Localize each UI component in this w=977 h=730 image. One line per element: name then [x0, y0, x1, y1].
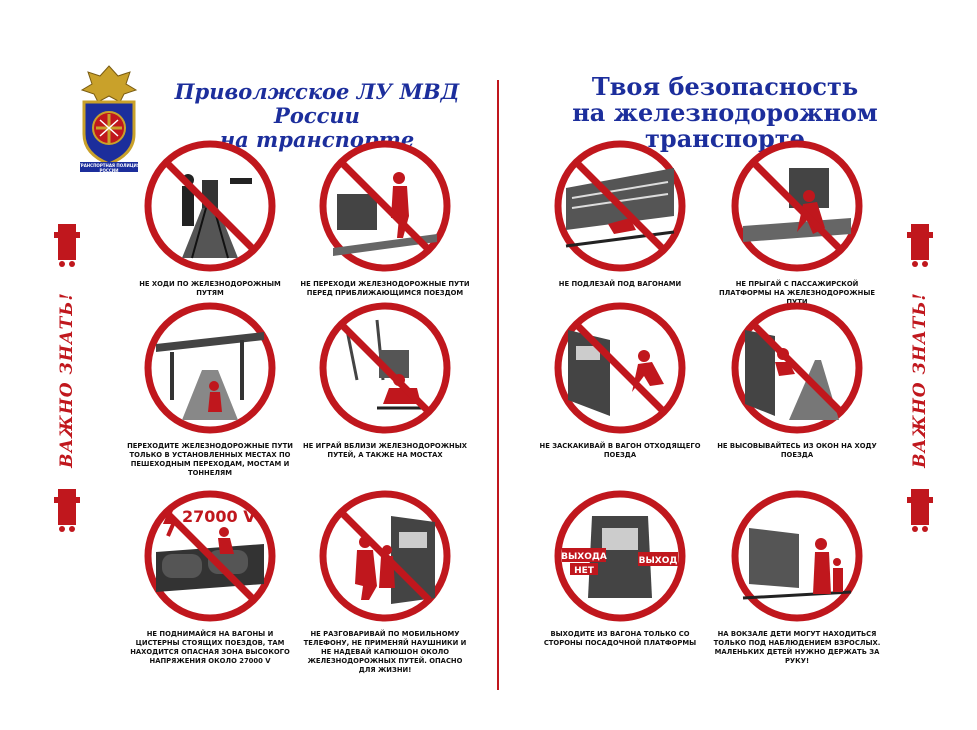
rule-caption: НА ВОКЗАЛЕ ДЕТИ МОГУТ НАХОДИТЬСЯ ТОЛЬКО …: [713, 630, 881, 665]
rule-caption: НЕ ИГРАЙ ВБЛИЗИ ЖЕЛЕЗНОДОРОЖНЫХ ПУТЕЙ, А…: [302, 442, 468, 459]
locomotive-icon: [907, 224, 933, 267]
person-with-phone-icon: [319, 490, 451, 622]
locomotive-icon: [54, 489, 80, 532]
person-walking-tracks-icon: [144, 140, 276, 272]
person-jumping-platform-icon: [731, 140, 863, 272]
left-title-line1: Приволжское ЛУ МВД России: [174, 79, 460, 128]
right-title: Твоя безопасность на железнодорожном тра…: [505, 74, 945, 152]
side-banner-right: ВАЖНО ЗНАТЬ!: [905, 220, 935, 532]
rule-caption: НЕ ХОДИ ПО ЖЕЛЕЗНОДОРОЖНЫМ ПУТЯМ: [139, 280, 281, 297]
right-title-line1: Твоя безопасность: [591, 72, 859, 101]
no-exit-sign-line2: НЕТ: [574, 566, 595, 576]
no-exit-sign-line1: ВЫХОДА: [561, 552, 607, 562]
rule-caption: НЕ ПЕРЕХОДИ ЖЕЛЕЗНОДОРОЖНЫЕ ПУТИ ПЕРЕД П…: [300, 280, 470, 297]
person-leaning-window-icon: [731, 302, 863, 434]
side-banner-text-right: ВАЖНО ЗНАТЬ!: [910, 292, 930, 468]
rule-card-children-supervision: НА ВОКЗАЛЕ ДЕТИ МОГУТ НАХОДИТЬСЯ ТОЛЬКО …: [712, 488, 882, 666]
rule-card-jump-departing: НЕ ЗАСКАКИВАЙ В ВАГОН ОТХОДЯЩЕГО ПОЕЗДА: [535, 300, 705, 460]
rule-card-jump-platform: НЕ ПРЫГАЙ С ПАССАЖИРСКОЙ ПЛАТФОРМЫ НА ЖЕ…: [712, 138, 882, 307]
person-jumping-train-icon: [554, 302, 686, 434]
police-emblem-icon: [80, 65, 138, 172]
rule-caption: НЕ РАЗГОВАРИВАЙ ПО МОБИЛЬНОМУ ТЕЛЕФОНУ, …: [303, 630, 467, 674]
locomotive-icon: [907, 489, 933, 532]
rule-card-climb-cisterns: 27000 V НЕ ПОДНИМАЙСЯ НА ВАГОНЫ И ЦИСТЕР…: [125, 488, 295, 666]
high-voltage-cistern-icon: 27000 V: [144, 490, 276, 622]
left-title: Приволжское ЛУ МВД России на транспорте: [152, 80, 482, 152]
rule-caption: ВЫХОДИТЕ ИЗ ВАГОНА ТОЛЬКО СО СТОРОНЫ ПОС…: [543, 630, 697, 647]
rule-caption: НЕ ПРЫГАЙ С ПАССАЖИРСКОЙ ПЛАТФОРМЫ НА ЖЕ…: [718, 280, 876, 306]
rule-card-crawl-under: НЕ ПОДЛЕЗАЙ ПОД ВАГОНАМИ: [535, 138, 705, 289]
rule-card-walk-tracks: НЕ ХОДИ ПО ЖЕЛЕЗНОДОРОЖНЫМ ПУТЯМ: [125, 138, 295, 298]
rule-caption: НЕ ВЫСОВЫВАЙТЕСЬ ИЗ ОКОН НА ХОДУ ПОЕЗДА: [717, 442, 877, 459]
rule-caption: НЕ ПОДЛЕЗАЙ ПОД ВАГОНАМИ: [558, 280, 682, 288]
rule-card-lean-out: НЕ ВЫСОВЫВАЙТЕСЬ ИЗ ОКОН НА ХОДУ ПОЕЗДА: [712, 300, 882, 460]
voltage-label: 27000 V: [182, 507, 256, 526]
side-banner-left: ВАЖНО ЗНАТЬ!: [52, 220, 82, 532]
locomotive-icon: [54, 224, 80, 267]
rule-caption: ПЕРЕХОДИТЕ ЖЕЛЕЗНОДОРОЖНЫЕ ПУТИ ТОЛЬКО В…: [127, 442, 293, 477]
center-divider: [497, 80, 499, 690]
exit-signs-icon: ВЫХОДА НЕТ ВЫХОД: [554, 490, 686, 622]
rule-caption: НЕ ПОДНИМАЙСЯ НА ВАГОНЫ И ЦИСТЕРНЫ СТОЯЩ…: [130, 630, 290, 665]
side-banner-text-left: ВАЖНО ЗНАТЬ!: [57, 292, 77, 468]
person-crossing-tracks-icon: [319, 140, 451, 272]
rule-card-no-playing: НЕ ИГРАЙ ВБЛИЗИ ЖЕЛЕЗНОДОРОЖНЫХ ПУТЕЙ, А…: [300, 300, 470, 460]
emblem-caption: ТРАНСПОРТНАЯ ПОЛИЦИЯ РОССИИ: [78, 163, 140, 173]
person-crawling-under-wagon-icon: [554, 140, 686, 272]
adult-with-child-icon: [731, 490, 863, 622]
pedestrian-bridge-icon: [144, 302, 276, 434]
children-sledding-icon: [319, 302, 451, 434]
rule-card-phone-headphones: НЕ РАЗГОВАРИВАЙ ПО МОБИЛЬНОМУ ТЕЛЕФОНУ, …: [300, 488, 470, 675]
rule-card-exit-platform: ВЫХОДА НЕТ ВЫХОД ВЫХОДИТЕ ИЗ ВАГОНА ТОЛЬ…: [535, 488, 705, 648]
rule-card-cross-before-train: НЕ ПЕРЕХОДИ ЖЕЛЕЗНОДОРОЖНЫЕ ПУТИ ПЕРЕД П…: [300, 138, 470, 298]
rule-card-use-crossings: ПЕРЕХОДИТЕ ЖЕЛЕЗНОДОРОЖНЫЕ ПУТИ ТОЛЬКО В…: [125, 300, 295, 478]
rule-caption: НЕ ЗАСКАКИВАЙ В ВАГОН ОТХОДЯЩЕГО ПОЕЗДА: [539, 442, 701, 459]
exit-sign: ВЫХОД: [639, 556, 678, 566]
